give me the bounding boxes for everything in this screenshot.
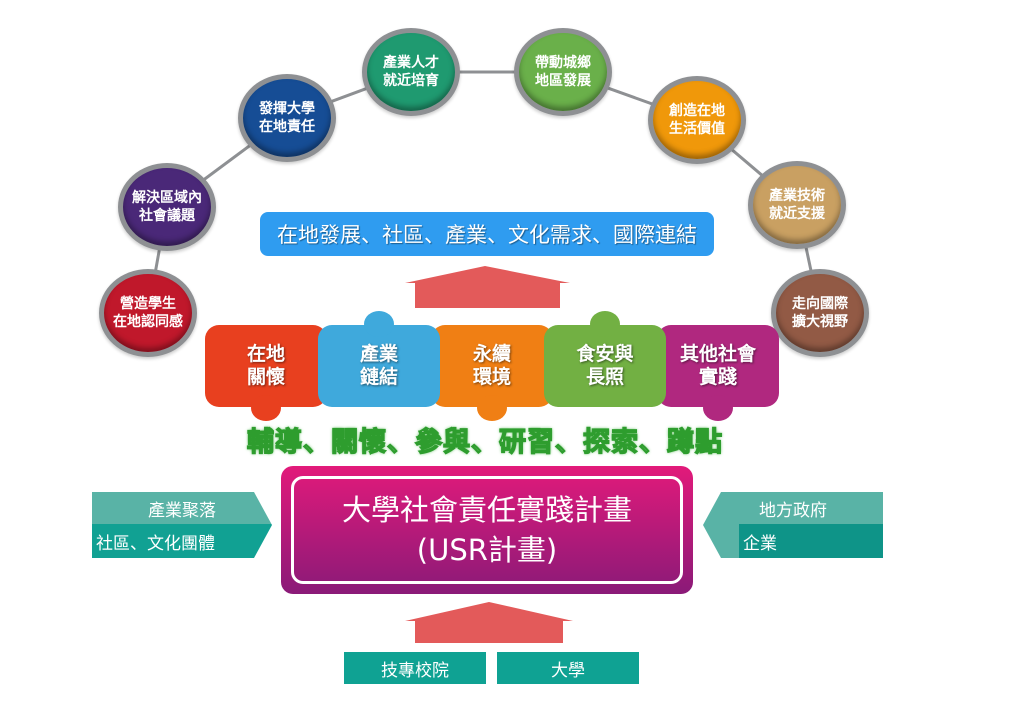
goal-circle: 發揮大學在地責任 [238, 74, 336, 162]
goal-line1: 創造在地 [669, 103, 725, 119]
upper-arrow [405, 266, 570, 308]
needs-banner: 在地發展、社區、產業、文化需求、國際連結 [260, 212, 714, 256]
lower-arrow [405, 602, 573, 643]
puzzle-line1: 產業 [359, 343, 398, 365]
puzzle-knob [364, 311, 394, 337]
goal-line1: 解決區域內 [132, 190, 202, 206]
goal-text: 產業技術就近支援 [769, 187, 825, 223]
goal-line2: 就近支援 [769, 206, 825, 222]
puzzle-knob [477, 395, 507, 421]
puzzle-piece: 食安與長照 [544, 311, 666, 407]
goal-circle: 營造學生在地認同感 [99, 269, 197, 357]
goal-circle: 創造在地生活價值 [648, 76, 746, 164]
goal-circle: 產業技術就近支援 [748, 161, 846, 249]
puzzle-text: 食安與長照 [576, 343, 633, 389]
puzzle-line1: 其他社會 [679, 343, 756, 365]
goal-line1: 營造學生 [120, 296, 176, 312]
puzzle-piece: 在地關懷 [205, 325, 327, 421]
puzzle-piece: 永續環境 [431, 325, 553, 421]
puzzle-line1: 永續 [472, 343, 511, 365]
goal-text: 營造學生在地認同感 [113, 295, 183, 331]
puzzle-line2: 關懷 [246, 366, 285, 388]
puzzle-text: 產業鏈結 [360, 343, 398, 389]
goal-line1: 產業技術 [769, 188, 825, 204]
activities-text: 輔導、關懷、參與、研習、探索、蹲點 [246, 426, 723, 458]
goal-circle: 走向國際擴大視野 [771, 269, 869, 357]
puzzle-line1: 食安與 [576, 343, 634, 365]
right-partner-top: 地方政府 [703, 492, 883, 524]
puzzle-line2: 鏈結 [359, 366, 398, 388]
goal-line2: 地區發展 [535, 73, 591, 89]
goal-text: 解決區域內社會議題 [132, 189, 202, 225]
puzzle-piece: 產業鏈結 [318, 311, 440, 407]
right-partner-bottom: 企業 [703, 524, 883, 558]
goal-circle: 產業人才就近培育 [362, 28, 460, 116]
puzzle-text: 在地關懷 [247, 343, 285, 389]
goal-line2: 社會議題 [139, 208, 195, 224]
left-partner-bottom: 社區、文化團體 [92, 524, 272, 558]
left-partner-arrow: 產業聚落 社區、文化團體 [92, 492, 272, 558]
goal-text: 創造在地生活價值 [669, 102, 725, 138]
puzzle-knob [703, 395, 733, 421]
right-partner-arrow: 地方政府 企業 [703, 492, 883, 558]
institution-universities: 大學 [497, 652, 639, 684]
usr-program-frame: 大學社會責任實踐計畫 (USR計畫) [291, 476, 683, 584]
usr-program-box: 大學社會責任實踐計畫 (USR計畫) [281, 466, 693, 594]
goal-line2: 擴大視野 [792, 314, 848, 330]
goal-text: 產業人才就近培育 [383, 54, 439, 90]
goal-line2: 就近培育 [383, 73, 439, 89]
puzzle-knob [251, 395, 281, 421]
goal-line2: 在地認同感 [113, 314, 183, 330]
puzzle-text: 永續環境 [473, 343, 511, 389]
puzzle-piece: 其他社會實踐 [657, 325, 779, 421]
puzzle-line2: 實踐 [698, 366, 737, 388]
goal-text: 帶動城鄉地區發展 [535, 54, 591, 90]
goal-line2: 在地責任 [259, 119, 315, 135]
goal-circle: 帶動城鄉地區發展 [514, 28, 612, 116]
goal-text: 發揮大學在地責任 [259, 100, 315, 136]
program-subtitle: (USR計畫) [416, 533, 558, 567]
goal-line1: 發揮大學 [259, 101, 315, 117]
goal-line1: 產業人才 [383, 55, 439, 71]
goal-line1: 走向國際 [792, 296, 848, 312]
left-partner-top: 產業聚落 [92, 492, 272, 524]
puzzle-line2: 環境 [472, 366, 511, 388]
institution-technical-colleges: 技專校院 [344, 652, 486, 684]
program-title: 大學社會責任實踐計畫 [341, 493, 632, 527]
puzzle-text: 其他社會實踐 [680, 343, 756, 389]
goal-line2: 生活價值 [669, 121, 725, 137]
puzzle-line1: 在地 [246, 343, 285, 365]
goal-line1: 帶動城鄉 [535, 55, 591, 71]
puzzle-line2: 長照 [585, 366, 624, 388]
goal-text: 走向國際擴大視野 [792, 295, 848, 331]
goal-circle: 解決區域內社會議題 [118, 163, 216, 251]
puzzle-knob [590, 311, 620, 337]
